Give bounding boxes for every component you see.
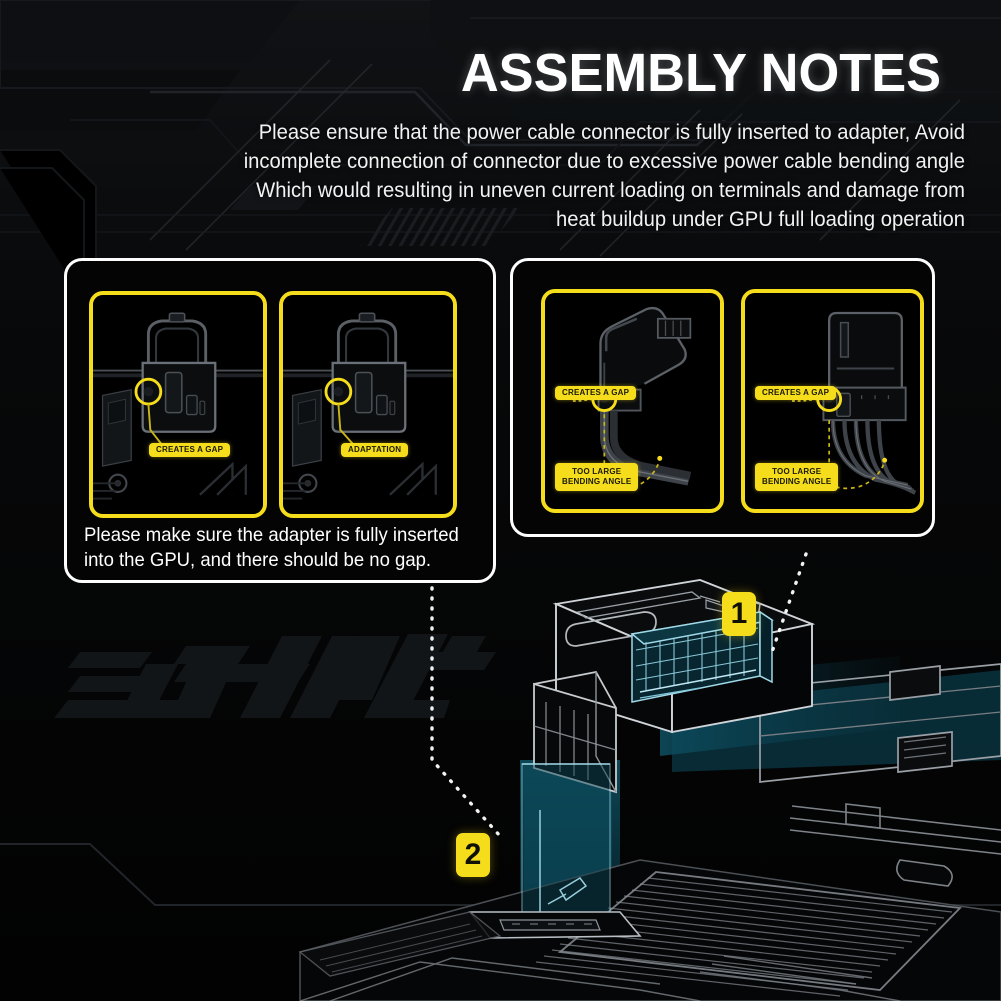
badge-creates-a-gap: CREATES A GAP	[555, 386, 637, 401]
badge-adaptation: ADAPTATION	[341, 443, 409, 458]
badge-creates-a-gap: CREATES A GAP	[149, 443, 231, 458]
left-card-caption: Please make sure the adapter is fully in…	[84, 523, 464, 573]
caption-line: into the GPU, and there should be no gap…	[84, 549, 432, 571]
right-info-card: CREATES A GAP TOO LARGE BENDING ANGLE	[510, 258, 935, 537]
intro-paragraph: Please ensure that the power cable conne…	[133, 118, 965, 234]
left-info-card: CREATES A GAP	[64, 258, 496, 583]
badge-creates-a-gap: CREATES A GAP	[755, 386, 837, 401]
intro-line: incomplete connection of connector due t…	[243, 149, 966, 173]
panel-straight-connector: CREATES A GAP TOO LARGE BENDING ANGLE	[741, 289, 924, 513]
badge-line: BENDING ANGLE	[762, 476, 832, 486]
intro-line: Which would resulting in uneven current …	[256, 178, 965, 202]
intro-line: Please ensure that the power cable conne…	[258, 120, 966, 144]
product-illustration	[298, 579, 1001, 1001]
badge-too-large-bending-angle: TOO LARGE BENDING ANGLE	[555, 463, 639, 491]
page-title: ASSEMBLY NOTES	[460, 43, 941, 103]
panel-creates-a-gap: CREATES A GAP	[89, 291, 267, 518]
intro-line: heat buildup under GPU full loading oper…	[556, 207, 965, 231]
caption-line: Please make sure the adapter is fully in…	[84, 524, 459, 546]
gpu-connector-icon	[93, 296, 263, 513]
panel-adaptation: ADAPTATION	[279, 291, 457, 518]
panel-angled-connector: CREATES A GAP TOO LARGE BENDING ANGLE	[541, 289, 724, 513]
badge-line: BENDING ANGLE	[562, 476, 632, 486]
badge-line: TOO LARGE	[772, 467, 822, 476]
step-marker-2: 2	[456, 833, 490, 877]
badge-line: TOO LARGE	[572, 467, 622, 476]
badge-too-large-bending-angle: TOO LARGE BENDING ANGLE	[755, 463, 839, 491]
step-marker-1: 1	[722, 592, 756, 636]
gpu-connector-icon	[283, 296, 453, 513]
